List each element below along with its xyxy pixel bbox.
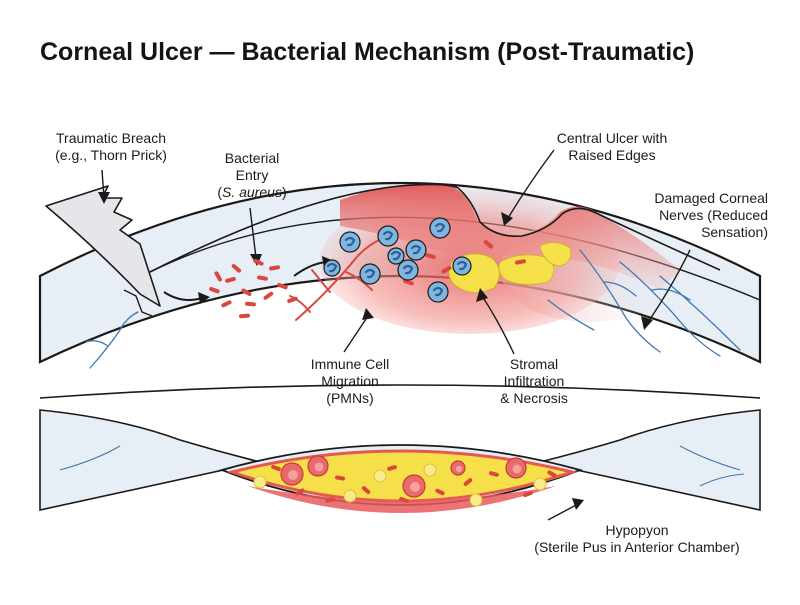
- thorn-breach-mark: [123, 289, 153, 317]
- neutrophil-icon: [429, 217, 451, 239]
- bacterium-rod-icon: [425, 253, 436, 260]
- bacterium-rod-icon: [287, 296, 298, 304]
- label-immune-migration: Immune Cell Migration (PMNs): [310, 356, 390, 406]
- red-cell-icon: [450, 460, 466, 476]
- corneal-nerves: [85, 249, 741, 369]
- bacteria-path-arrow-1: [163, 291, 203, 301]
- bacteria-path-arrowhead-1: [198, 292, 210, 304]
- bacterium-rod-icon: [214, 271, 222, 282]
- neutrophil-icon: [323, 259, 341, 277]
- neutrophil-icon: [359, 263, 381, 285]
- bacterium-rod-icon: [435, 488, 445, 496]
- pus-cell-icon: [423, 463, 437, 477]
- neutrophil-icon: [397, 259, 419, 281]
- neutrophil-icon: [387, 247, 405, 265]
- red-cell-icon: [402, 474, 426, 498]
- iris-left: [39, 409, 261, 511]
- label-hypopyon: Hypopyon (Sterile Pus in Anterior Chambe…: [534, 522, 740, 555]
- bacterium-rod-icon: [231, 264, 242, 273]
- red-cell-icon: [307, 455, 329, 477]
- neutrophil-icon: [339, 231, 361, 253]
- bacterium-rod-icon: [295, 488, 305, 496]
- bacterium-rod-icon: [441, 266, 452, 274]
- bacterium-rod-icon: [277, 282, 288, 290]
- pus-cell-icon: [343, 489, 357, 503]
- bacterium-rod-icon: [225, 276, 236, 283]
- bacterium-rod-icon: [241, 288, 252, 296]
- page-title: Corneal Ulcer — Bacterial Mechanism (Pos…: [40, 38, 695, 66]
- bacterium-rod-icon: [271, 464, 281, 472]
- bacterium-rod-icon: [399, 496, 409, 504]
- bacteria-cluster: [209, 240, 526, 319]
- bacterium-rod-icon: [209, 286, 220, 294]
- bacterium-rod-icon: [245, 301, 256, 307]
- neutrophil-icon: [405, 239, 427, 261]
- bacterium-rod-icon: [403, 278, 414, 286]
- red-cell-icon: [280, 462, 304, 486]
- neutrophil-icon: [377, 225, 399, 247]
- iris-nerves: [59, 445, 745, 487]
- label-damaged-nerves: Damaged Corneal Nerves (Reduced Sensatio…: [654, 190, 768, 240]
- bacterium-rod-icon: [523, 490, 533, 498]
- hypopyon-red-lower: [248, 486, 556, 513]
- central-ulcer-crater: [340, 183, 680, 290]
- bacterium-rod-icon: [239, 313, 250, 319]
- pus-cell-icon: [469, 493, 483, 507]
- label-stromal-infiltration: Stromal Infiltration & Necrosis: [500, 356, 568, 406]
- bacterium-rod-icon: [221, 300, 232, 308]
- bacterium-rod-icon: [387, 465, 397, 471]
- bacterium-rod-icon: [325, 497, 335, 503]
- bacterium-rod-icon: [547, 470, 557, 478]
- blood-vessels: [289, 237, 385, 321]
- pus-cell-icon: [253, 475, 267, 489]
- immune-cells: [323, 217, 472, 303]
- bacterium-rod-icon: [483, 240, 494, 249]
- thorn-icon: [45, 185, 161, 307]
- bacterium-rod-icon: [257, 275, 268, 281]
- label-central-ulcer: Central Ulcer with Raised Edges: [556, 130, 668, 163]
- bacterium-rod-icon: [463, 478, 473, 486]
- iris-upper-outline: [39, 384, 761, 399]
- bacterium-rod-icon: [263, 291, 274, 300]
- ulcer-surface-outline: [149, 183, 721, 273]
- red-cell-icon: [505, 457, 527, 479]
- bacterium-rod-icon: [335, 475, 345, 481]
- pus-cell-icon: [373, 469, 387, 483]
- label-bacterial-entry: Bacterial Entry (S. aureus): [217, 150, 287, 200]
- bacterium-rod-icon: [489, 471, 499, 477]
- bacterium-rod-icon: [515, 259, 526, 265]
- hypopyon-cells: [253, 455, 557, 507]
- iris-right: [539, 409, 761, 511]
- bacterium-rod-icon: [361, 486, 371, 494]
- bacterium-rod-icon: [253, 258, 264, 266]
- neutrophil-icon: [452, 256, 472, 276]
- pus-cell-icon: [533, 477, 547, 491]
- label-traumatic-breach: Traumatic Breach (e.g., Thorn Prick): [55, 130, 167, 163]
- bacterium-rod-icon: [269, 265, 280, 271]
- neutrophil-icon: [427, 281, 449, 303]
